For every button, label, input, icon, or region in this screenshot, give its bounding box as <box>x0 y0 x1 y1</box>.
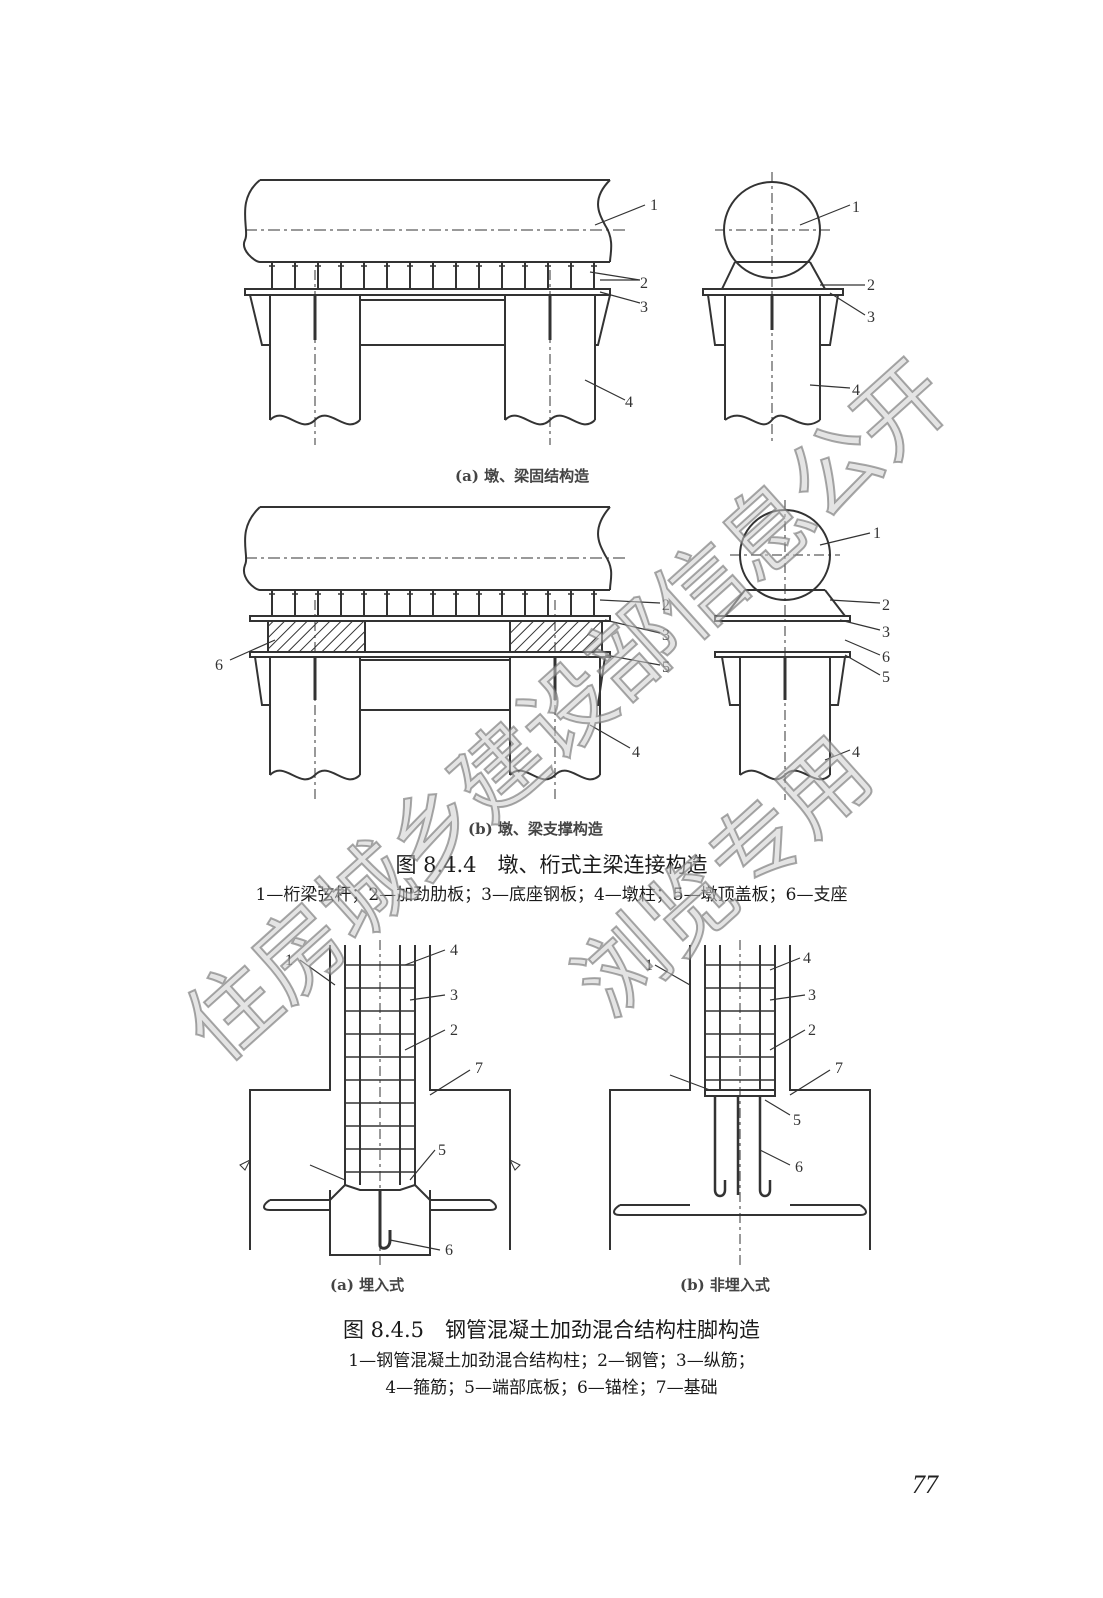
fig-a-elevation <box>243 179 625 445</box>
fig-844-a-caption: (a) 墩、梁固结构造 <box>455 467 590 485</box>
fig-b-elevation <box>243 506 625 800</box>
callout: 3 <box>867 309 875 326</box>
callout: 3 <box>640 299 648 316</box>
callout: 4 <box>803 950 811 967</box>
callout: 5 <box>662 659 670 676</box>
callout: 6 <box>445 1242 453 1259</box>
callout: 3 <box>450 987 458 1004</box>
callout: 1 <box>852 199 860 216</box>
fig-845-legend-line2: 4—箍筋；5—端部底板；6—锚栓；7—基础 <box>385 1378 718 1398</box>
callout: 1 <box>645 957 653 974</box>
callout: 5 <box>438 1142 446 1159</box>
fig-844-title: 图 8.4.4 墩、桁式主梁连接构造 <box>395 853 708 877</box>
callout: 4 <box>450 942 458 959</box>
fig-844-legend: 1—桁梁弦杆；2—加劲肋板；3—底座钢板；4—墩柱；5—墩顶盖板；6—支座 <box>255 885 848 905</box>
callout: 3 <box>808 987 816 1004</box>
callout: 4 <box>625 394 633 411</box>
fig-845-a-caption: (a) 埋入式 <box>330 1276 405 1294</box>
callout: 4 <box>852 744 860 761</box>
fig-845-title: 图 8.4.5 钢管混凝土加劲混合结构柱脚构造 <box>342 1318 761 1342</box>
fig-844-b-caption: (b) 墩、梁支撑构造 <box>468 820 603 838</box>
callout: 2 <box>640 275 648 292</box>
callout: 5 <box>793 1112 801 1129</box>
callout: 7 <box>835 1060 843 1077</box>
callout: 3 <box>882 624 890 641</box>
callout: 5 <box>882 669 890 686</box>
callout: 2 <box>662 597 670 614</box>
callout: 6 <box>215 657 223 674</box>
callout: 1 <box>873 525 881 542</box>
page-number: 77 <box>912 1470 938 1499</box>
fig-845-legend-line1: 1—钢管混凝土加劲混合结构柱；2—钢管；3—纵筋； <box>348 1351 755 1371</box>
callout: 2 <box>882 597 890 614</box>
callout: 1 <box>650 197 658 214</box>
callout: 6 <box>795 1159 803 1176</box>
callout: 2 <box>808 1022 816 1039</box>
fig-b-section <box>714 500 851 800</box>
fig-845-b-nonembedded <box>609 940 871 1265</box>
callout: 4 <box>632 744 640 761</box>
callout: 2 <box>867 277 875 294</box>
fig-a-section <box>702 172 844 445</box>
callout: 3 <box>662 627 670 644</box>
fig-845-a-embedded <box>239 940 521 1265</box>
callout: 6 <box>882 649 890 666</box>
callout: 2 <box>450 1022 458 1039</box>
callout: 1 <box>285 952 293 969</box>
callout: 4 <box>852 382 860 399</box>
callout: 7 <box>475 1060 483 1077</box>
fig-845-b-caption: (b) 非埋入式 <box>680 1276 770 1294</box>
